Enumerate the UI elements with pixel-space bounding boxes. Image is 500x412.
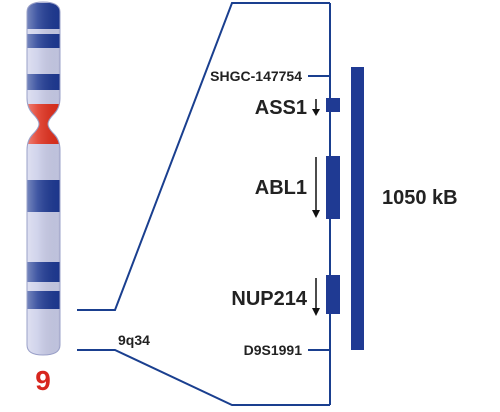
marker-bottom-label: D9S1991	[244, 342, 303, 358]
gene-abl1-label: ABL1	[255, 177, 307, 199]
marker-top-label: SHGC-147754	[210, 68, 302, 84]
zoom-line-top	[77, 2, 330, 311]
band-label: 9q34	[118, 332, 150, 348]
chromosome-outline	[26, 1, 61, 356]
gene-nup214-label: NUP214	[231, 288, 307, 310]
gene-abl1-block	[326, 156, 340, 219]
chromosome-ideogram	[27, 2, 60, 355]
gene-nup214-arrow-icon	[312, 308, 320, 316]
zoom-line-bottom	[77, 349, 330, 406]
region-size-label: 1050 kB	[382, 187, 458, 209]
gene-ass1-label: ASS1	[255, 97, 307, 119]
gene-nup214-block	[326, 275, 340, 314]
gene-abl1: ABL1	[255, 156, 340, 219]
chromosome-number: 9	[35, 365, 51, 396]
region-span-bar	[351, 67, 364, 350]
gene-nup214: NUP214	[231, 275, 340, 316]
chromosome-shading	[27, 2, 60, 355]
gene-abl1-arrow-icon	[312, 210, 320, 218]
gene-ass1-arrow-icon	[312, 109, 320, 116]
gene-ass1: ASS1	[255, 97, 340, 119]
gene-ass1-block	[326, 98, 340, 112]
